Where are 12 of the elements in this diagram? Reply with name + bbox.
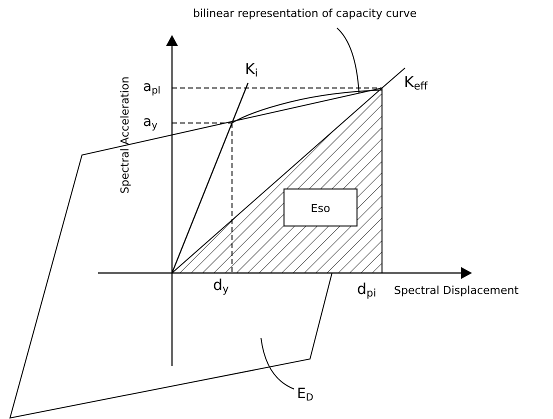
annotation-text: bilinear representation of capacity curve <box>193 8 417 19</box>
axis-tick-label: d$_{pi}$ <box>357 282 376 300</box>
axis-tick-label: a$_{pl}$ <box>143 80 161 96</box>
axis-tick-label: d$_{y}$ <box>213 278 229 296</box>
energy-label: E$_{D}$ <box>297 387 314 404</box>
stiffness-label: K$_{i}$ <box>245 62 258 80</box>
axis-title: Spectral Displacement <box>394 285 519 296</box>
leader-line <box>336 28 360 94</box>
axis-tick-label: a$_{y}$ <box>143 115 158 132</box>
stiffness-label: K$_{eff}$ <box>404 75 428 92</box>
axis-title: Spectral Acceleration <box>120 76 130 194</box>
leader-line <box>260 338 294 390</box>
